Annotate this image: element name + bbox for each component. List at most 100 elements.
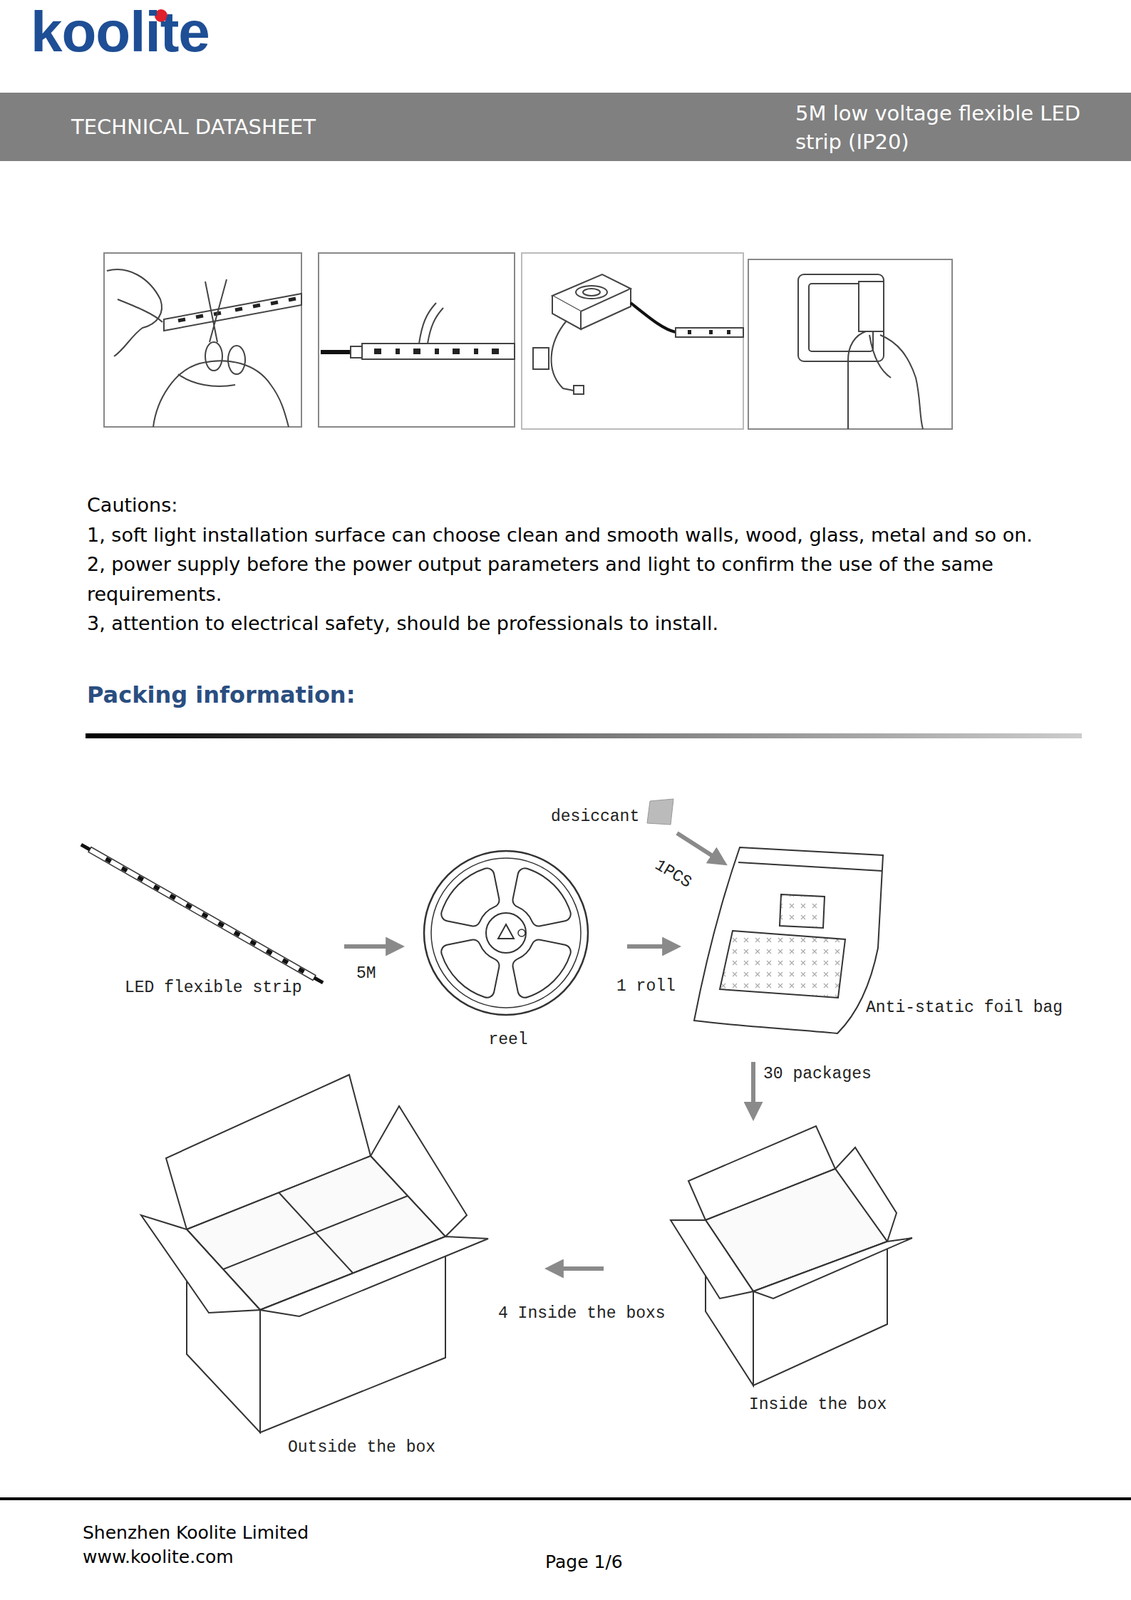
- caution-item: 2, power supply before the power output …: [86, 549, 1060, 609]
- outer-box-drawing: [260, 1236, 489, 1317]
- outer-box-drawing: [141, 1074, 489, 1433]
- item-label: LED flexible strip: [124, 977, 302, 998]
- driver-panel: [582, 288, 601, 296]
- strip-led: [186, 904, 191, 908]
- website: www.koolite.com: [82, 1546, 234, 1568]
- strip-led: [234, 932, 240, 936]
- strip-led: [121, 868, 127, 871]
- desiccant-item: desiccant: [548, 806, 678, 829]
- foil-bag-drawing: [694, 847, 883, 1034]
- cut-panel: [117, 299, 163, 323]
- caution-item: 1, soft light installation surface can c…: [86, 520, 1060, 551]
- inner-box-drawing: [753, 1241, 888, 1386]
- strip-led: [266, 950, 272, 954]
- caution-item: 3, attention to electrical safety, shoul…: [86, 608, 1060, 639]
- strip-end-wire: [81, 844, 90, 850]
- strip-end-wire: [314, 977, 323, 983]
- product-name: 5M low voltage flexible LED strip (IP20): [795, 99, 1095, 157]
- reel-hub: [486, 912, 526, 953]
- driver-panel: [573, 385, 584, 395]
- cut-panel: [104, 252, 302, 427]
- strip-led: [218, 922, 224, 926]
- strip-led: [138, 877, 144, 881]
- strip-led: [250, 941, 256, 945]
- company-name: Shenzhen Koolite Limited: [82, 1522, 309, 1544]
- cut-panel: [106, 269, 162, 357]
- inner-box-drawing: [753, 1237, 913, 1299]
- cautions-text: Cautions:1, soft light installation surf…: [86, 490, 1060, 639]
- cut-panel: [163, 293, 302, 331]
- cut-panel: [153, 360, 289, 427]
- arrow-label: 4 Inside the boxs: [498, 1303, 666, 1324]
- cut-panel: [104, 252, 302, 427]
- connector-panel: [318, 252, 515, 427]
- section-rule: [85, 733, 1082, 739]
- reel-hub: [498, 924, 514, 939]
- plug-panel: [848, 331, 866, 430]
- flow-arrow: [550, 1266, 604, 1271]
- foil-bag-drawing: [694, 847, 883, 1034]
- connector-panel: [350, 346, 363, 358]
- connector-panel: [318, 252, 515, 427]
- reel-window: [513, 868, 571, 926]
- arrow-label: 30 packages: [763, 1064, 872, 1084]
- strip-band: [88, 847, 316, 981]
- item-label: desiccant: [550, 806, 640, 827]
- header-bar: [0, 92, 1131, 162]
- item-label: Inside the box: [749, 1394, 887, 1415]
- plug-panel: [858, 281, 884, 332]
- driver-panel: [533, 347, 549, 370]
- page-number: Page 1/6: [545, 1551, 623, 1573]
- foil-bag-drawing: [738, 862, 883, 871]
- logo-accent: [154, 9, 168, 23]
- inner-box-drawing: [670, 1220, 754, 1299]
- section-heading: Packing information:: [86, 680, 355, 710]
- flow-arrow: [627, 944, 676, 949]
- strip-led: [153, 886, 159, 890]
- logo-accent: [154, 9, 168, 23]
- foil-bag-drawing: [719, 930, 846, 998]
- inner-box-drawing: [670, 1126, 913, 1386]
- led-strip-item: LED flexible strip: [85, 844, 318, 1003]
- cut-panel: [205, 342, 223, 371]
- item-label: Outside the box: [287, 1437, 436, 1458]
- driver-panel: [630, 302, 676, 333]
- plug-panel: [798, 274, 884, 362]
- item-label: reel: [420, 1029, 596, 1050]
- strip-led: [298, 969, 304, 973]
- item-label: Anti-static foil bag: [865, 997, 1063, 1018]
- connector-panel: [419, 302, 444, 344]
- strip-led: [282, 959, 288, 963]
- reel-window: [441, 940, 499, 998]
- desiccant-icon: [647, 798, 674, 825]
- arrow-label: 1PCS: [651, 855, 696, 893]
- driver-panel: [521, 252, 744, 430]
- plug-panel: [869, 334, 891, 378]
- reel-drawing: [424, 850, 588, 1015]
- driver-panel: [575, 285, 608, 299]
- cut-panel: [228, 345, 246, 375]
- brand-logo: koolite: [30, 3, 210, 61]
- plug-panel: [748, 259, 953, 430]
- cut-panel: [178, 374, 236, 387]
- foil-bag-drawing: [779, 894, 825, 928]
- document-type: TECHNICAL DATASHEET: [71, 112, 316, 142]
- connector-panel: [320, 349, 351, 355]
- flow-arrow: [677, 833, 723, 863]
- driver-panel: [521, 252, 744, 430]
- outer-box-drawing: [141, 1215, 261, 1313]
- cut-panel: [178, 298, 296, 321]
- connector-panel: [362, 343, 515, 360]
- reel-rim: [424, 850, 588, 1015]
- outer-box-drawing: [223, 1192, 408, 1273]
- outer-box-item: Outside the box: [135, 1068, 492, 1463]
- flow-arrow: [751, 1061, 756, 1116]
- plug-panel: [748, 259, 953, 430]
- cautions-heading: Cautions:: [86, 490, 1060, 521]
- plug-panel: [880, 334, 923, 430]
- foil-bag-item: Anti-static foil bag: [691, 844, 1067, 1039]
